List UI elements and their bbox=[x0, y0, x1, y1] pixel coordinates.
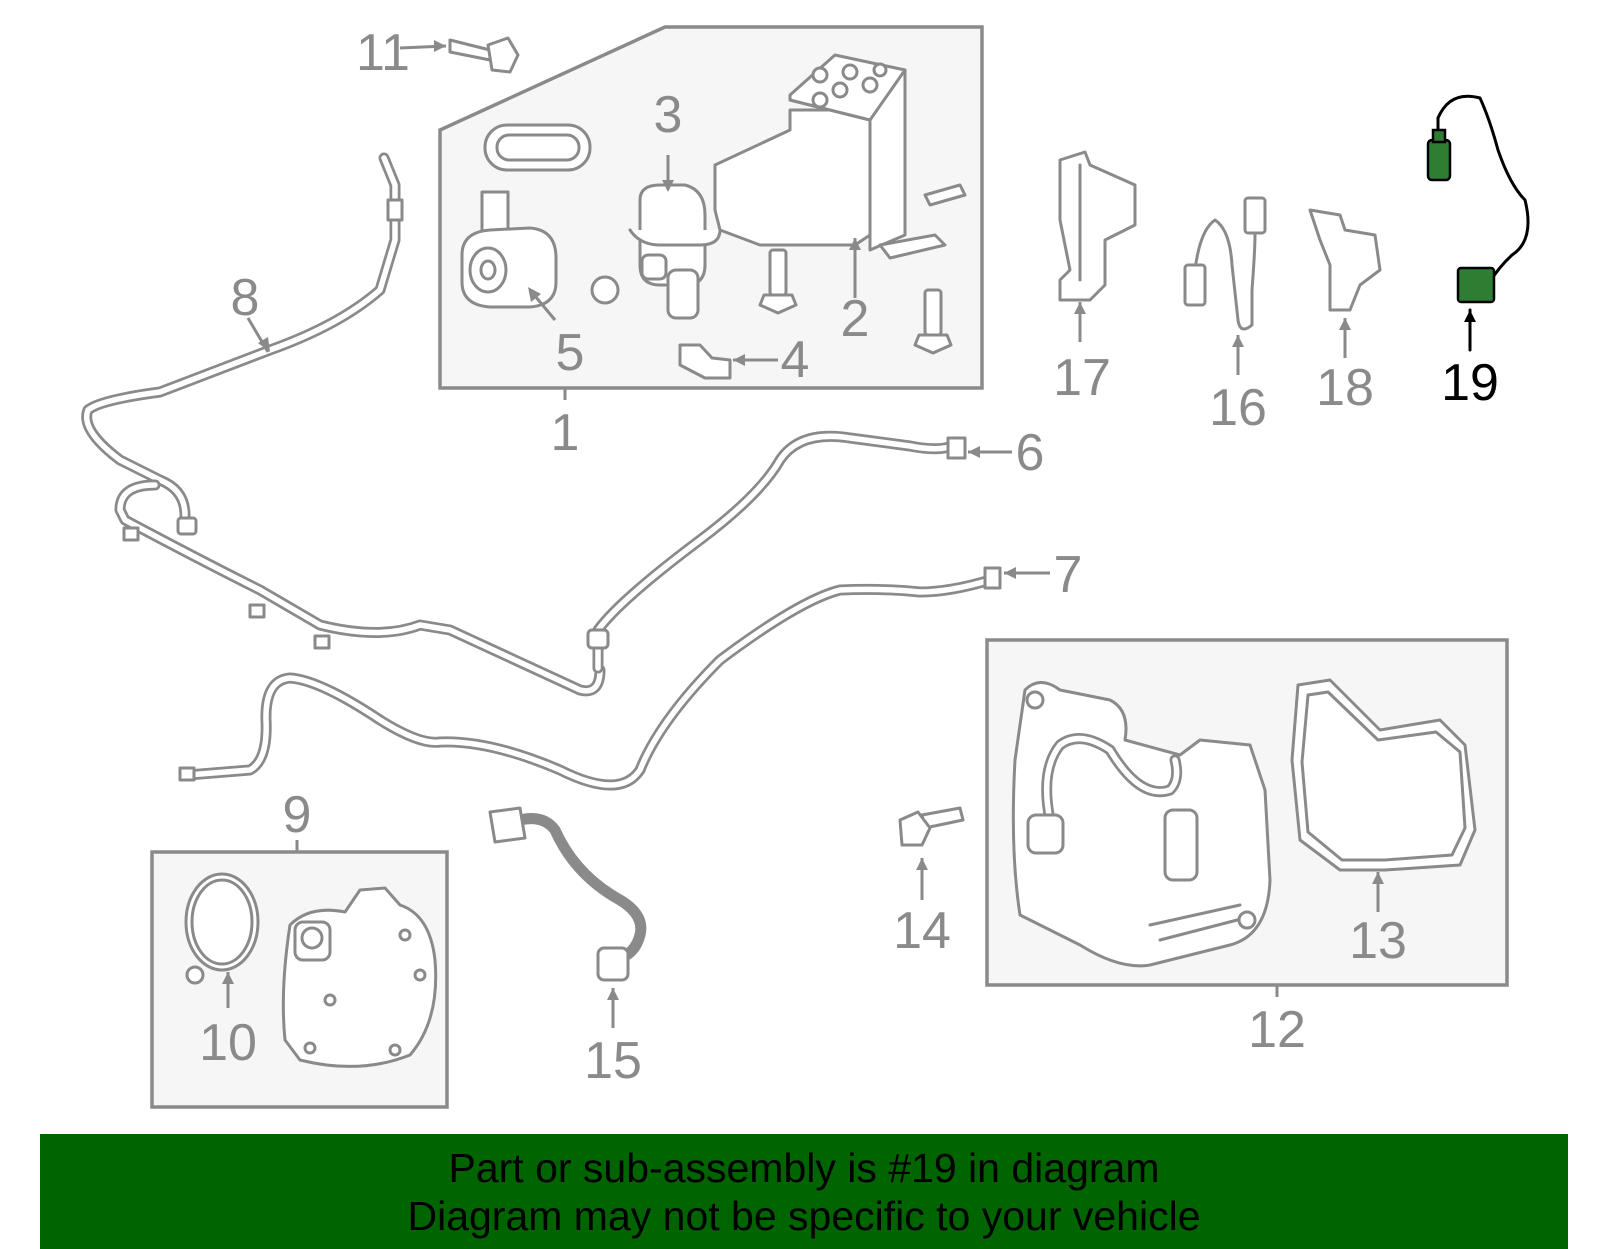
part-17-bracket bbox=[1058, 150, 1137, 302]
callout-5: 5 bbox=[556, 324, 585, 382]
callout-8: 8 bbox=[231, 269, 260, 327]
part-12-separator bbox=[1011, 681, 1272, 968]
callout-3: 3 bbox=[654, 86, 683, 144]
part-13-gasket bbox=[1290, 678, 1477, 872]
part-3-purge-valve bbox=[628, 183, 722, 320]
banner-line-1: Part or sub-assembly is #19 in diagram bbox=[448, 1145, 1160, 1191]
callout-1: 1 bbox=[551, 404, 580, 462]
part-4-elbow bbox=[678, 343, 732, 380]
callout-18: 18 bbox=[1316, 359, 1374, 417]
part-2-canister bbox=[713, 53, 967, 270]
part-5-solenoid bbox=[460, 190, 558, 309]
bolt-2 bbox=[913, 288, 953, 355]
bolt-1 bbox=[758, 248, 798, 315]
part-16-sensor bbox=[1183, 196, 1267, 331]
callout-4: 4 bbox=[781, 331, 810, 389]
vacuum-pump bbox=[281, 886, 438, 1068]
callout-9: 9 bbox=[283, 786, 312, 844]
part-15-hose bbox=[488, 806, 647, 982]
part-11-bolt bbox=[448, 36, 520, 74]
part-7-hose bbox=[178, 566, 1002, 791]
plug bbox=[590, 275, 620, 305]
part-8-hose bbox=[81, 152, 606, 697]
callout-16: 16 bbox=[1209, 379, 1267, 437]
callout-2: 2 bbox=[841, 290, 870, 348]
callout-13: 13 bbox=[1349, 912, 1407, 970]
part-10-gasket bbox=[184, 872, 260, 985]
grommet bbox=[483, 123, 592, 172]
part-18-bracket bbox=[1308, 208, 1382, 312]
callout-19: 19 bbox=[1441, 354, 1499, 412]
part-6-hose bbox=[586, 430, 967, 674]
callout-17: 17 bbox=[1053, 349, 1111, 407]
callout-12: 12 bbox=[1248, 1001, 1306, 1059]
callout-15: 15 bbox=[584, 1032, 642, 1090]
part-19-oxygen-sensor bbox=[1426, 94, 1530, 304]
callout-7: 7 bbox=[1054, 546, 1083, 604]
info-banner: Part or sub-assembly is #19 in diagram D… bbox=[40, 1134, 1568, 1249]
banner-line-2: Diagram may not be specific to your vehi… bbox=[407, 1193, 1201, 1239]
callout-14: 14 bbox=[893, 902, 951, 960]
part-14-bolt bbox=[898, 806, 965, 847]
callout-6: 6 bbox=[1016, 424, 1045, 482]
callout-10: 10 bbox=[199, 1014, 257, 1072]
callout-11: 11 bbox=[356, 24, 410, 82]
